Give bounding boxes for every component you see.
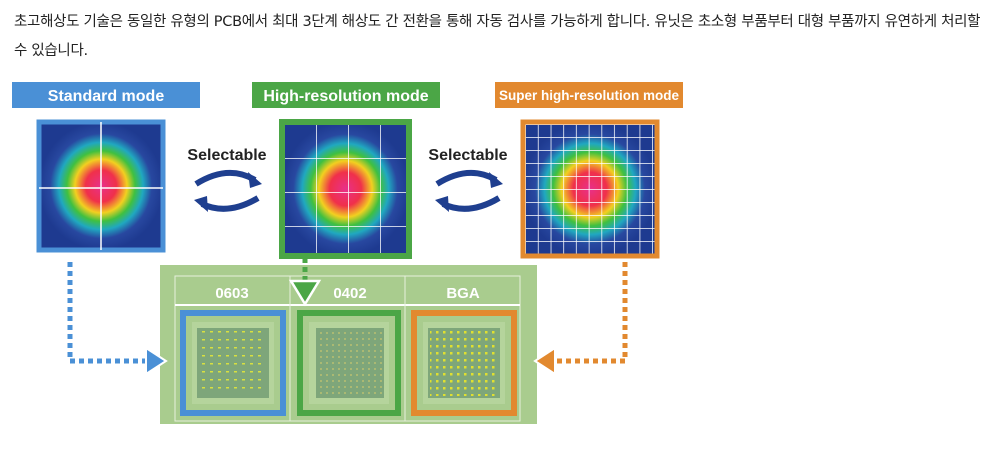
standard-connector-arrow	[67, 262, 168, 376]
cycle-arrow-icon	[194, 169, 257, 187]
selectable-switch-1: Selectable	[187, 147, 267, 212]
heatmap-super-high-resolution	[520, 119, 660, 259]
component-panel: 0603 0402 BGA	[160, 265, 537, 424]
description-paragraph: 초고해상도 기술은 동일한 유형의 PCB에서 최대 3단계 해상도 간 전환을…	[14, 14, 981, 59]
mode-label-standard: Standard mode	[12, 82, 200, 108]
component-0402: 0402	[333, 285, 366, 302]
chip-0402	[297, 310, 401, 416]
svg-text:Super high-resolution mode: Super high-resolution mode	[499, 88, 679, 103]
heatmap-standard	[36, 119, 166, 253]
svg-text:High-resolution mode: High-resolution mode	[263, 88, 428, 105]
svg-text:Standard mode: Standard mode	[48, 88, 165, 105]
selectable-switch-2: Selectable	[428, 147, 508, 212]
chip-0603	[180, 310, 286, 416]
component-0603: 0603	[215, 285, 248, 302]
component-bga: BGA	[446, 285, 480, 302]
high-resolution-connector-arrow	[288, 258, 322, 307]
chip-bga	[411, 310, 517, 416]
svg-text:Selectable: Selectable	[187, 147, 266, 164]
svg-text:Selectable: Selectable	[428, 147, 507, 164]
cycle-arrow-icon	[435, 169, 498, 187]
heatmap-high-resolution	[279, 119, 412, 259]
super-connector-arrow	[533, 262, 628, 376]
mode-label-high-resolution: High-resolution mode	[252, 82, 440, 108]
mode-label-super-high-resolution: Super high-resolution mode	[495, 82, 683, 108]
